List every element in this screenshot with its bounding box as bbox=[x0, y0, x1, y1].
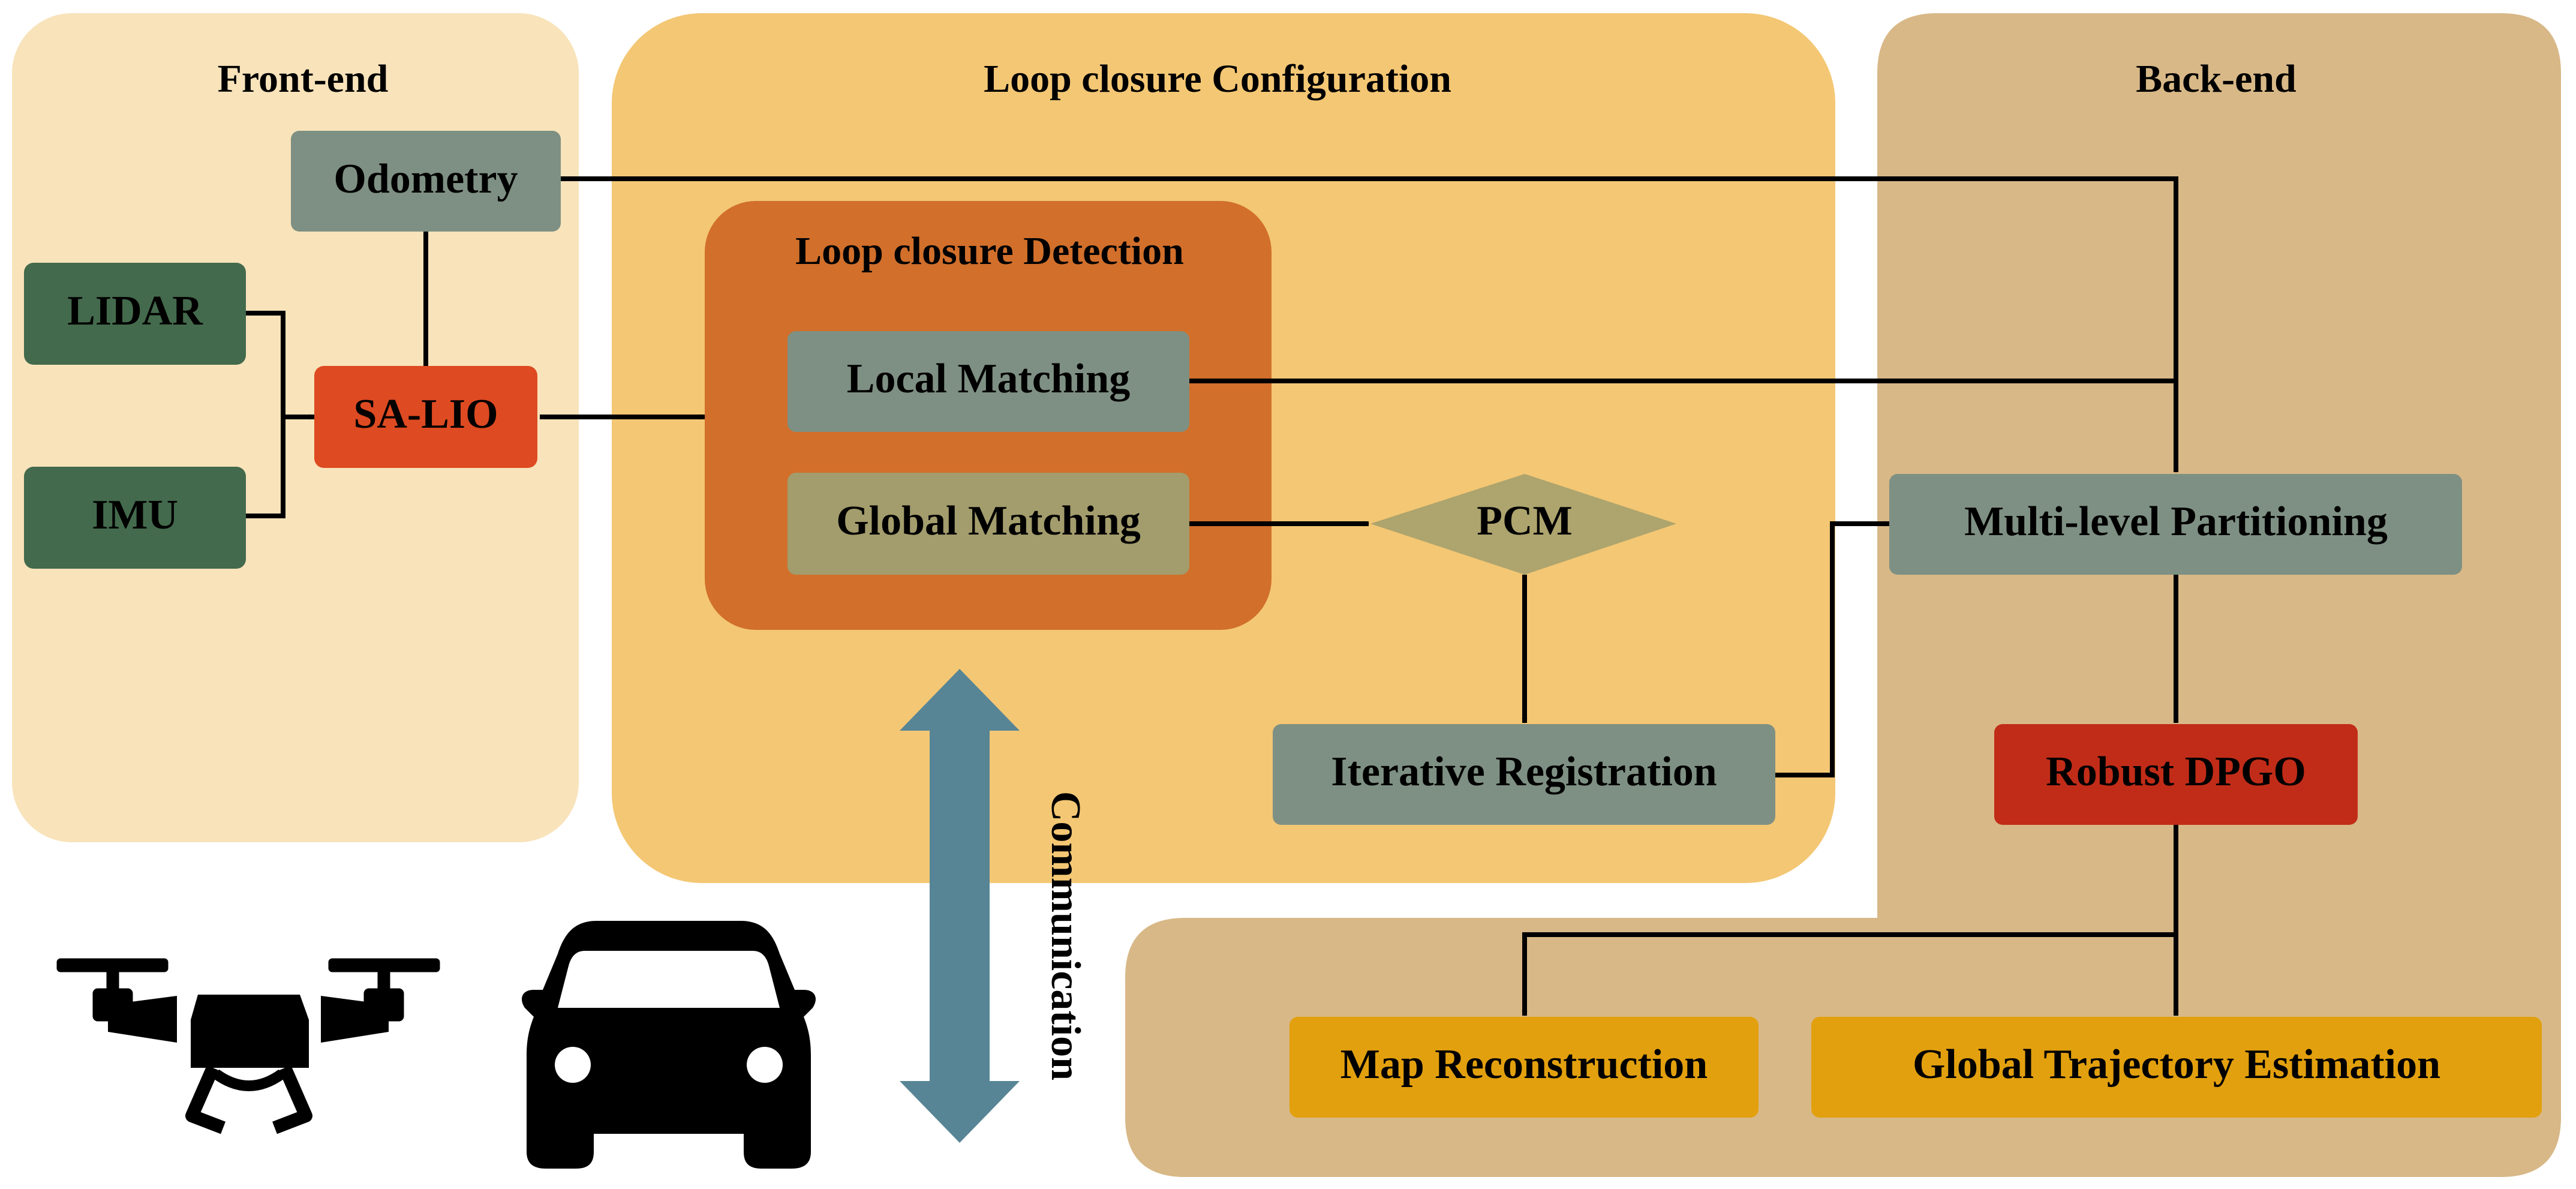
backend-title: Back-end bbox=[2136, 57, 2297, 101]
registration-to-partitioning-arrow bbox=[1775, 521, 1890, 777]
drone-icon bbox=[56, 958, 440, 1134]
global-trajectory-estimation-label: Global Trajectory Estimation bbox=[1913, 1041, 2440, 1088]
odometry-label: Odometry bbox=[333, 156, 518, 202]
node-map-reconstruction: Map Reconstruction bbox=[1289, 1017, 1759, 1118]
salio-label: SA-LIO bbox=[353, 391, 498, 437]
dpgo-to-map-arrow bbox=[1522, 932, 2176, 1016]
map-reconstruction-label: Map Reconstruction bbox=[1340, 1041, 1708, 1088]
communication-label: Communication bbox=[1042, 791, 1089, 1080]
frontend-title: Front-end bbox=[218, 57, 389, 101]
loop-config-title: Loop closure Configuration bbox=[984, 57, 1451, 101]
node-lidar: LIDAR bbox=[24, 263, 246, 365]
connectors bbox=[246, 176, 2179, 1016]
node-salio: SA-LIO bbox=[314, 366, 537, 468]
communication-arrow-icon bbox=[900, 669, 1020, 1143]
car-icon bbox=[522, 921, 816, 1169]
backend-panel bbox=[1125, 13, 2561, 1177]
pcm-label: PCM bbox=[1477, 498, 1572, 544]
node-global-trajectory-estimation: Global Trajectory Estimation bbox=[1811, 1017, 2542, 1118]
node-imu: IMU bbox=[24, 467, 246, 569]
node-pcm: PCM bbox=[1370, 474, 1676, 575]
global-matching-label: Global Matching bbox=[836, 498, 1141, 544]
node-iterative-registration: Iterative Registration bbox=[1273, 724, 1775, 825]
robust-dpgo-label: Robust DPGO bbox=[2046, 749, 2306, 795]
node-global-matching: Global Matching bbox=[787, 473, 1189, 575]
iterative-registration-label: Iterative Registration bbox=[1331, 749, 1717, 795]
local-matching-label: Local Matching bbox=[847, 356, 1130, 402]
imu-label: IMU bbox=[92, 492, 178, 538]
lidar-label: LIDAR bbox=[67, 288, 203, 334]
node-local-matching: Local Matching bbox=[787, 331, 1189, 432]
detection-title: Loop closure Detection bbox=[795, 229, 1184, 273]
multi-level-partitioning-label: Multi-level Partitioning bbox=[1964, 499, 2388, 545]
node-odometry: Odometry bbox=[291, 131, 561, 232]
node-multi-level-partitioning: Multi-level Partitioning bbox=[1889, 474, 2462, 575]
node-robust-dpgo: Robust DPGO bbox=[1994, 724, 2358, 825]
odometry-to-partitioning-arrow bbox=[561, 176, 2179, 473]
